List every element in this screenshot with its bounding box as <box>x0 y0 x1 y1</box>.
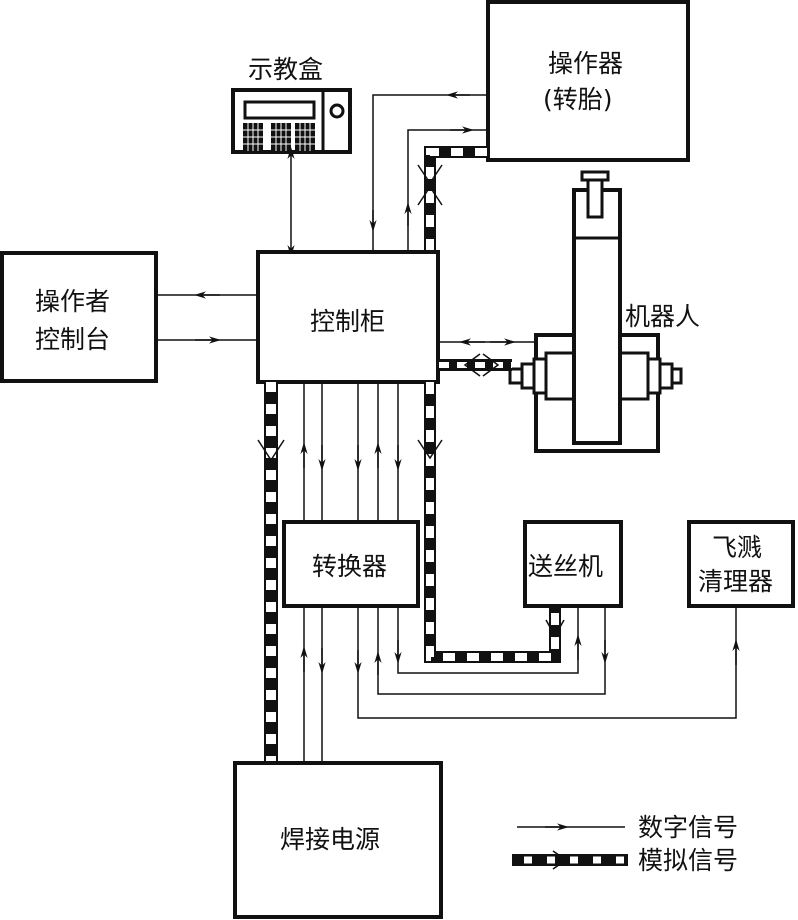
spatter-cleaner-label-line2: 清理器 <box>698 567 773 596</box>
operator-console-label-line2: 控制台 <box>35 325 110 354</box>
robot-icon <box>508 170 683 453</box>
cabinet-converter-lines <box>300 382 402 522</box>
converter-block: 转换器 <box>282 520 420 608</box>
analog-cabinet-power <box>257 382 285 762</box>
control-cabinet-label: 控制柜 <box>310 307 385 336</box>
legend-analog-label: 模拟信号 <box>638 846 738 875</box>
analog-cabinet-wirefeeder <box>417 382 565 663</box>
manipulator-block: 操作器 (转胎) <box>486 0 690 162</box>
welding-power-block: 焊接电源 <box>233 761 443 919</box>
teach-pendant-label: 示教盒 <box>248 55 323 84</box>
converter-peripheral-lines <box>354 606 740 719</box>
manipulator-label-line2: (转胎) <box>543 85 613 114</box>
welding-power-label: 焊接电源 <box>280 825 380 854</box>
analog-cabinet-manipulator <box>417 146 488 251</box>
wire-feeder-block: 送丝机 <box>523 520 623 608</box>
control-cabinet-block: 控制柜 <box>256 250 440 384</box>
cabinet-robot-analog-line <box>439 353 512 377</box>
operator-console-label-line1: 操作者 <box>35 287 110 316</box>
manipulator-label-line1: 操作器 <box>548 49 623 78</box>
legend: 数字信号 模拟信号 <box>512 813 738 875</box>
legend-analog-line <box>512 850 628 870</box>
spatter-cleaner-label-line1: 飞溅 <box>712 533 762 562</box>
spatter-cleaner-block: 飞溅 清理器 <box>687 520 795 608</box>
converter-power-lines <box>300 606 326 762</box>
robot-label: 机器人 <box>625 302 700 331</box>
legend-digital-label: 数字信号 <box>638 813 738 842</box>
converter-label: 转换器 <box>312 552 387 581</box>
teach-pendant: 示教盒 <box>231 55 352 154</box>
operator-console-block: 操作者 控制台 <box>0 251 158 383</box>
wire-feeder-label: 送丝机 <box>528 552 603 581</box>
